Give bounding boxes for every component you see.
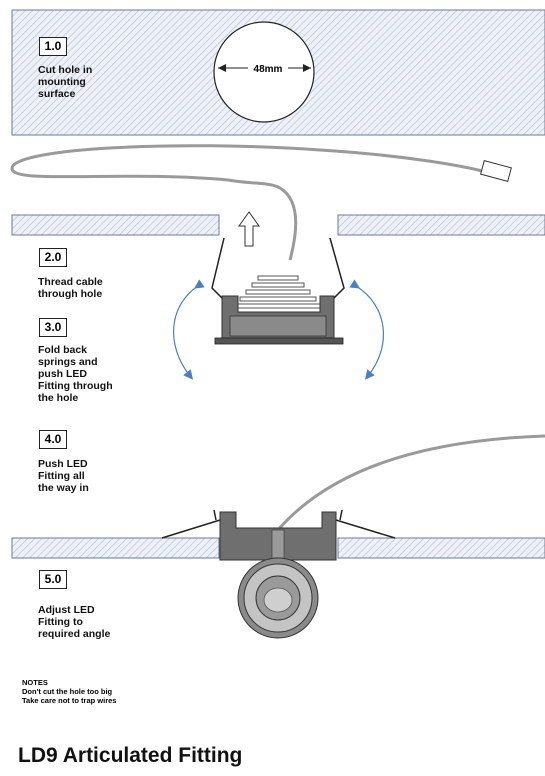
step-5-number: 5.0 — [39, 570, 67, 589]
page-title: LD9 Articulated Fitting — [18, 744, 243, 767]
step-4-text: Push LED Fitting all the way in — [38, 458, 89, 494]
ceiling-right-2 — [337, 214, 545, 236]
notes-line-1: Don't cut the hole too big — [22, 687, 113, 696]
led-fitting-installed — [161, 509, 396, 639]
cable-down — [227, 178, 298, 261]
dimension-arrow-right — [303, 64, 311, 72]
ceiling-right-4 — [337, 537, 545, 559]
cable-loop — [10, 144, 487, 182]
notes-heading: NOTES — [22, 678, 48, 687]
step-2-text: Thread cable through hole — [38, 276, 103, 300]
step-1-number: 1.0 — [39, 37, 67, 56]
notes-line-2: Take care not to trap wires — [22, 696, 117, 705]
rotate-arrow-right-icon — [349, 279, 384, 380]
step-2-number: 2.0 — [39, 248, 67, 267]
cable-connector — [480, 160, 512, 182]
step-1-text: Cut hole in mounting surface — [38, 64, 93, 100]
step-5-text: Adjust LED Fitting to required angle — [38, 604, 111, 640]
notes: NOTES Don't cut the hole too big Take ca… — [22, 678, 116, 705]
cable-installed — [276, 434, 545, 531]
ceiling-left-4 — [11, 537, 220, 559]
step-4-number: 4.0 — [39, 430, 67, 449]
push-up-arrow-icon — [238, 211, 260, 247]
led-fitting-folded — [211, 237, 345, 345]
dimension-arrow-left — [218, 64, 226, 72]
rotate-arrow-left-icon — [172, 279, 205, 380]
dimension-label: 48mm — [254, 64, 283, 75]
step-3-number: 3.0 — [39, 318, 67, 337]
ceiling-left-2 — [11, 214, 220, 236]
step-3-text: Fold back springs and push LED Fitting t… — [38, 344, 113, 404]
dimension-label-bg — [248, 62, 288, 74]
